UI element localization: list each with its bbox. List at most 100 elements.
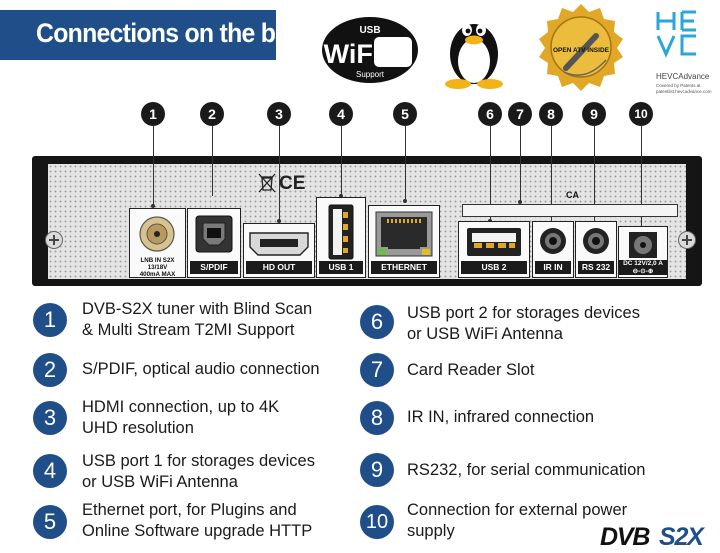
callout-6: 6 [478,102,502,126]
usb-port-icon [467,228,521,256]
desc-item-4: USB port 1 for storages devices or USB W… [82,451,315,493]
desc-4-line2: or USB WiFi Antenna [82,473,238,491]
page-title: Connections on the back [36,18,315,48]
lnb-label: LNB IN S2X 13/18V 400mA MAX [130,257,185,278]
usb-port-icon [328,204,354,260]
openatv-badge: OPEN ATV INSIDE [536,2,626,92]
weee-bin-icon [258,172,276,194]
lnb-label-line2: 400mA MAX [139,271,176,278]
desc-number-5: 5 [33,505,67,539]
irin-label: IR IN [535,261,571,274]
title-banner: Connections on the back [0,10,315,60]
desc-item-9: RS232, for serial communication [407,460,645,481]
desc-9-line1: RS232, for serial communication [407,461,646,479]
jack-port-icon [583,228,609,254]
wifi-logo-bottom: Support [356,70,385,79]
desc-number-4: 4 [33,454,67,488]
lnb-port-frame: LNB IN S2X 13/18V 400mA MAX [129,208,186,278]
dc-power-jack-icon [629,232,657,258]
desc-item-1: DVB-S2X tuner with Blind Scan & Multi St… [82,299,312,341]
dc-label: DC 12V/2,0 A ⊖-⊙-⊕ [619,260,667,275]
openatv-text: OPEN ATV INSIDE [553,47,610,54]
rs232-label: RS 232 [578,261,614,274]
desc-number-7: 7 [360,353,394,387]
desc-2-line1: S/PDIF, optical audio connection [82,360,320,378]
lnb-label-line1: LNB IN S2X 13/18V [140,257,175,271]
optical-port-icon [195,215,233,253]
callout-7: 7 [508,102,532,126]
ethernet-port-frame: ETHERNET [368,205,440,278]
desc-10-line2: supply [407,522,455,540]
callout-8: 8 [539,102,563,126]
rs232-port-frame: RS 232 [575,221,617,278]
usb-wifi-logo: USB WiFi Support [320,14,420,86]
desc-1-line1: DVB-S2X tuner with Blind Scan [82,300,313,318]
screw-left-icon [45,231,63,249]
wifi-logo-main: WiFi [324,39,381,69]
ethernet-label: ETHERNET [371,261,437,274]
wifi-logo-top: USB [359,25,380,36]
desc-item-8: IR IN, infrared connection [407,407,594,428]
dvb-s2x-logo: DVB S2X [600,522,718,552]
dvb-logo-part2: S2X [659,523,704,551]
usb1-port-frame: USB 1 [316,197,366,278]
jack-port-icon [540,228,566,254]
desc-item-7: Card Reader Slot [407,360,534,381]
desc-6-line1: USB port 2 for storages devices [407,304,640,322]
callout-5: 5 [393,102,417,126]
card-reader-slot [462,204,678,217]
desc-5-line2: Online Software upgrade HTTP [82,522,313,540]
f-connector-icon [139,216,175,252]
dc-label-line2: ⊖-⊙-⊕ [632,267,654,275]
desc-number-6: 6 [360,305,394,339]
desc-4-line1: USB port 1 for storages devices [82,452,315,470]
desc-number-10: 10 [360,505,394,539]
hdmi-label: HD OUT [246,261,312,274]
desc-number-1: 1 [33,303,67,337]
ce-mark: CE [279,173,306,194]
usb1-label: USB 1 [319,261,363,274]
callout-10: 10 [629,102,653,126]
dc-port-frame: DC 12V/2,0 A ⊖-⊙-⊕ [618,226,668,278]
desc-10-line1: Connection for external power [407,501,628,519]
desc-item-2: S/PDIF, optical audio connection [82,359,320,380]
desc-5-line1: Ethernet port, for Plugins and [82,501,297,519]
irin-port-frame: IR IN [532,221,574,278]
desc-3-line1: HDMI connection, up to 4K [82,398,280,416]
usb2-port-frame: USB 2 [458,221,530,278]
linux-logo [432,6,516,90]
desc-item-6: USB port 2 for storages devices or USB W… [407,303,640,345]
tux-penguin-icon [445,24,503,89]
desc-number-2: 2 [33,353,67,387]
ca-label: CA [566,190,579,200]
spdif-port-frame: S/PDIF [187,208,241,278]
desc-item-5: Ethernet port, for Plugins and Online So… [82,500,312,542]
screw-right-icon [678,231,696,249]
hevc-note-1: Covered by Patents at [656,83,701,88]
usb2-label: USB 2 [461,261,527,274]
hevc-mark-icon [656,10,696,58]
dvb-logo-part1: DVB [600,523,650,551]
desc-7-line1: Card Reader Slot [407,361,535,379]
hevc-note-2: patentlist.hevcadvance.com [656,89,712,94]
desc-8-line1: IR IN, infrared connection [407,408,595,426]
callout-1: 1 [141,102,165,126]
desc-number-8: 8 [360,401,394,435]
callout-4: 4 [329,102,353,126]
spdif-label: S/PDIF [190,261,238,274]
desc-number-9: 9 [360,453,394,487]
dc-label-line1: DC 12V/2,0 A [623,260,663,267]
callout-2: 2 [200,102,224,126]
hdmi-port-icon [249,232,309,256]
hevc-advance-text: HEVCAdvance [656,72,710,81]
callout-3: 3 [267,102,291,126]
desc-number-3: 3 [33,401,67,435]
callout-9: 9 [582,102,606,126]
desc-item-10: Connection for external power supply [407,500,627,542]
hevc-logo: HEVCAdvance Covered by Patents at patent… [652,6,716,100]
desc-3-line2: UHD resolution [82,419,194,437]
desc-6-line2: or USB WiFi Antenna [407,325,563,343]
desc-item-3: HDMI connection, up to 4K UHD resolution [82,397,279,439]
rj45-port-icon [375,211,433,257]
hdmi-port-frame: HD OUT [243,223,315,278]
